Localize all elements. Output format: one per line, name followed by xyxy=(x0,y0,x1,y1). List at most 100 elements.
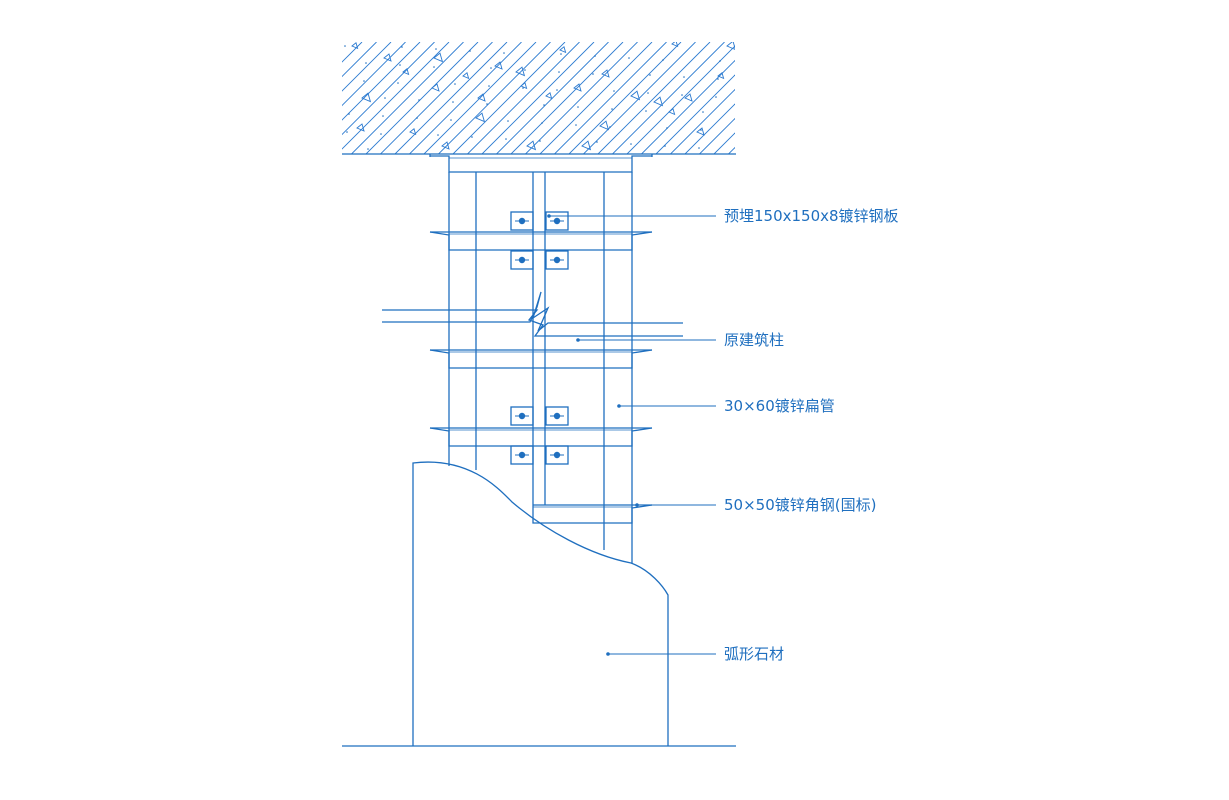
aggregate-dot xyxy=(539,140,541,142)
aggregate-dot xyxy=(611,108,613,110)
bolt xyxy=(518,256,526,264)
hatch-line xyxy=(758,42,870,154)
callout-angle-steel: 50×50镀锌角钢(国标) xyxy=(724,496,876,514)
hatch-line xyxy=(342,42,435,136)
angle-steel-rail xyxy=(429,427,653,447)
aggregate-dot xyxy=(649,74,651,76)
aggregate-dot xyxy=(717,78,719,80)
bolt xyxy=(518,217,526,225)
aggregate-dot xyxy=(681,94,683,96)
aggregate-mark xyxy=(717,72,725,80)
aggregate-dot xyxy=(363,80,365,82)
aggregate-mark xyxy=(559,46,567,54)
hatch-line xyxy=(423,42,537,154)
aggregate-dot xyxy=(505,138,507,140)
bolt-plate xyxy=(545,211,569,231)
aggregate-dot xyxy=(469,50,471,52)
aggregate-mark xyxy=(431,83,440,92)
hatch-line xyxy=(351,42,464,154)
bolt-plate xyxy=(510,250,534,270)
aggregate-mark xyxy=(462,72,470,80)
hatch-line xyxy=(670,88,735,154)
hatch-line xyxy=(641,59,735,154)
callout-flat-tube: 30×60镀锌扁管 xyxy=(724,397,835,415)
angle-steel-rails xyxy=(429,231,653,524)
aggregate-dot xyxy=(577,106,579,108)
aggregate-dot xyxy=(488,85,490,87)
hatch-line xyxy=(342,42,392,92)
aggregate-mark xyxy=(433,52,444,63)
aggregate-dot xyxy=(486,103,488,105)
aggregate-mark xyxy=(351,42,359,50)
aggregate-dot xyxy=(662,59,664,61)
aggregate-dot xyxy=(666,127,668,129)
callout-original-column: 原建筑柱 xyxy=(724,331,784,349)
hatch-line xyxy=(568,42,682,154)
slab-aggregate-marks xyxy=(344,42,735,151)
slab-hatching xyxy=(342,42,870,154)
bolt xyxy=(553,451,561,459)
hatch-line xyxy=(342,42,450,150)
aggregate-mark xyxy=(601,69,610,78)
aggregate-dot xyxy=(543,104,545,106)
aggregate-dot xyxy=(609,126,611,128)
aggregate-mark xyxy=(402,68,410,76)
aggregate-dot xyxy=(683,76,685,78)
hatch-line xyxy=(438,42,551,154)
hatch-line xyxy=(409,42,522,154)
aggregate-dot xyxy=(435,48,437,50)
top-embedded-plate xyxy=(429,154,653,173)
aggregate-dot xyxy=(700,129,702,131)
bolt xyxy=(553,412,561,420)
aggregate-dot xyxy=(437,134,439,136)
aggregate-dot xyxy=(418,99,420,101)
aggregate-dot xyxy=(596,141,598,143)
column-break-lines xyxy=(382,291,683,337)
aggregate-mark xyxy=(477,93,486,102)
hatch-line xyxy=(481,42,595,154)
aggregate-mark xyxy=(475,112,486,123)
hatch-line xyxy=(554,42,667,154)
hatch-line xyxy=(525,42,638,154)
aggregate-mark xyxy=(441,141,450,150)
hatch-line xyxy=(365,42,479,154)
hatch-line xyxy=(452,42,566,154)
aggregate-dot xyxy=(560,53,562,55)
aggregate-dot xyxy=(365,62,367,64)
bolt-plate xyxy=(510,211,534,231)
aggregate-dot xyxy=(647,92,649,94)
bolt xyxy=(518,412,526,420)
aggregate-dot xyxy=(645,110,647,112)
aggregate-dot xyxy=(524,69,526,71)
aggregate-dot xyxy=(367,148,369,150)
bolt xyxy=(553,217,561,225)
aggregate-mark xyxy=(545,92,553,100)
aggregate-dot xyxy=(401,46,403,48)
callout-embedded-plate: 预埋150x150x8镀锌钢板 xyxy=(724,207,899,225)
aggregate-mark xyxy=(671,42,679,48)
aggregate-mark xyxy=(696,127,705,136)
aggregate-mark xyxy=(526,140,537,151)
aggregate-dot xyxy=(592,73,594,75)
aggregate-dot xyxy=(702,111,704,113)
aggregate-dot xyxy=(346,131,348,133)
aggregate-dot xyxy=(628,57,630,59)
concrete-slab xyxy=(342,42,870,155)
hatch-line xyxy=(626,45,735,154)
aggregate-mark xyxy=(630,90,641,101)
hatch-line xyxy=(539,42,653,154)
aggregate-dot xyxy=(522,87,524,89)
hatch-line xyxy=(684,103,735,154)
aggregate-dot xyxy=(397,82,399,84)
aggregate-mark xyxy=(653,96,664,107)
bolt-plate xyxy=(510,406,534,426)
aggregate-mark xyxy=(515,66,526,77)
hatch-line xyxy=(394,42,508,154)
hatch-line xyxy=(342,42,421,121)
aggregate-dot xyxy=(613,90,615,92)
leader-lines xyxy=(547,214,716,656)
bolt-plate xyxy=(545,250,569,270)
hatch-line xyxy=(743,42,855,154)
hatch-line xyxy=(597,42,711,154)
